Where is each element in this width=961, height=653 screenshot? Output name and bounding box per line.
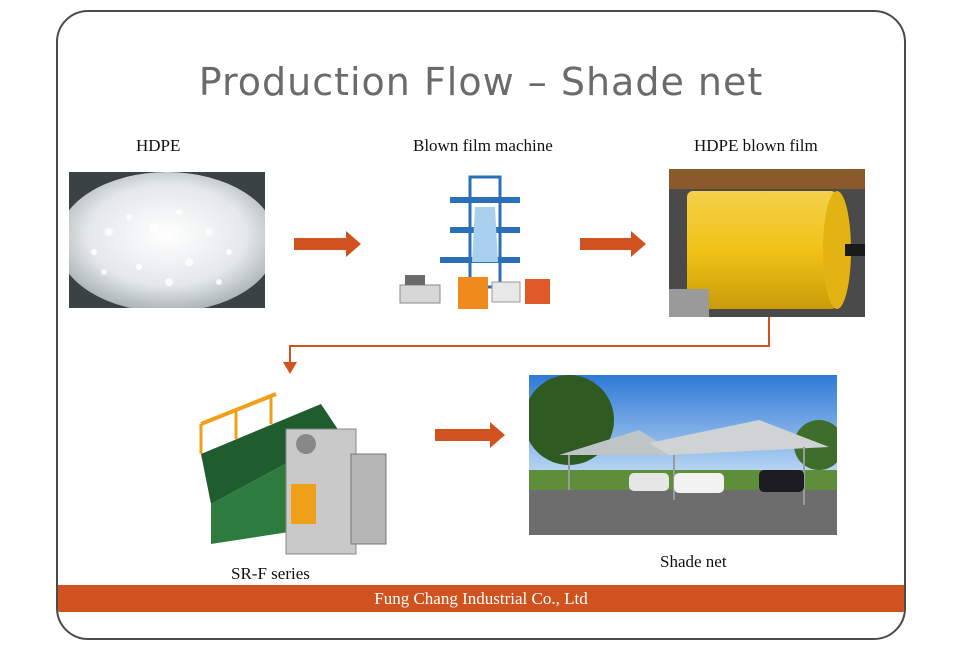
- slide-frame: Production Flow – Shade net HDPE Blown f…: [56, 10, 906, 640]
- label-blown-film-machine: Blown film machine: [413, 136, 553, 155]
- label-sr-f-series: SR-F series: [231, 564, 310, 583]
- arrow-hdpe-blown-film-to-sr-f-series: [283, 317, 770, 374]
- sr-f-series-machine-image: [191, 374, 401, 564]
- arrow-blown-film-machine-to-hdpe-blown-film: [580, 231, 646, 257]
- hdpe-pellets-image: [69, 172, 265, 308]
- arrow-sr-f-series-to-shade-net: [435, 422, 505, 448]
- label-hdpe: HDPE: [136, 136, 181, 155]
- label-shade-net: Shade net: [660, 552, 727, 571]
- label-hdpe-blown-film: HDPE blown film: [694, 136, 818, 155]
- slide-title: Production Flow – Shade net: [198, 60, 764, 104]
- blown-film-machine-image: [380, 167, 565, 315]
- flow-arrows: [283, 231, 770, 448]
- shade-net-image: [529, 375, 837, 535]
- arrow-hdpe-to-blown-film-machine: [294, 231, 361, 257]
- hdpe-blown-film-image: [669, 169, 865, 317]
- footer-company-bar: Fung Chang Industrial Co., Ltd: [58, 585, 904, 612]
